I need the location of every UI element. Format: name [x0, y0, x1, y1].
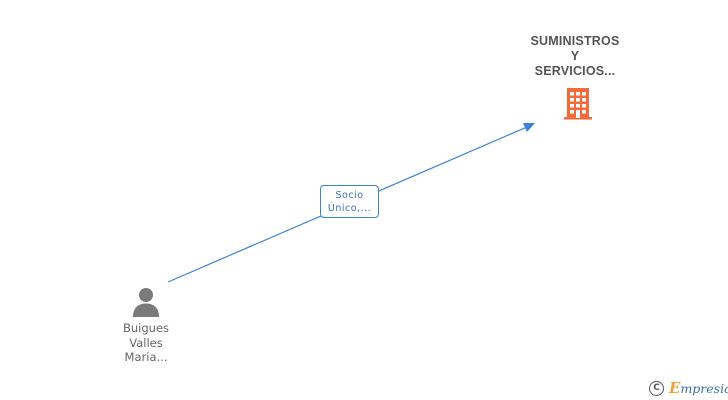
building-icon[interactable] — [561, 86, 595, 120]
person-name-label[interactable]: Buigues Valles Maria... — [96, 321, 196, 365]
brand-logo: Empresia — [669, 379, 728, 397]
person-icon[interactable] — [130, 286, 162, 318]
copyright-icon: C — [649, 380, 664, 396]
relation-arrowhead — [523, 123, 535, 132]
person-name-line-3: Maria... — [124, 350, 168, 364]
relation-label-line-1: Socio — [335, 190, 364, 201]
relation-label-line-2: Único,... — [327, 203, 372, 214]
company-name-line-1: SUMINISTROS — [530, 34, 620, 48]
person-name-line-2: Valles — [129, 335, 163, 350]
company-name-label[interactable]: SUMINISTROS Y SERVICIOS... — [515, 34, 635, 79]
brand-watermark: C Empresia — [649, 378, 728, 398]
relation-label[interactable]: Socio Único,... — [320, 185, 379, 218]
company-name-line-2: Y — [570, 49, 580, 63]
person-name-line-1: Buigues — [122, 321, 170, 335]
brand-logo-initial: E — [669, 379, 681, 397]
brand-logo-rest: mpresia — [680, 381, 728, 396]
company-name-line-3: SERVICIOS... — [534, 64, 616, 78]
